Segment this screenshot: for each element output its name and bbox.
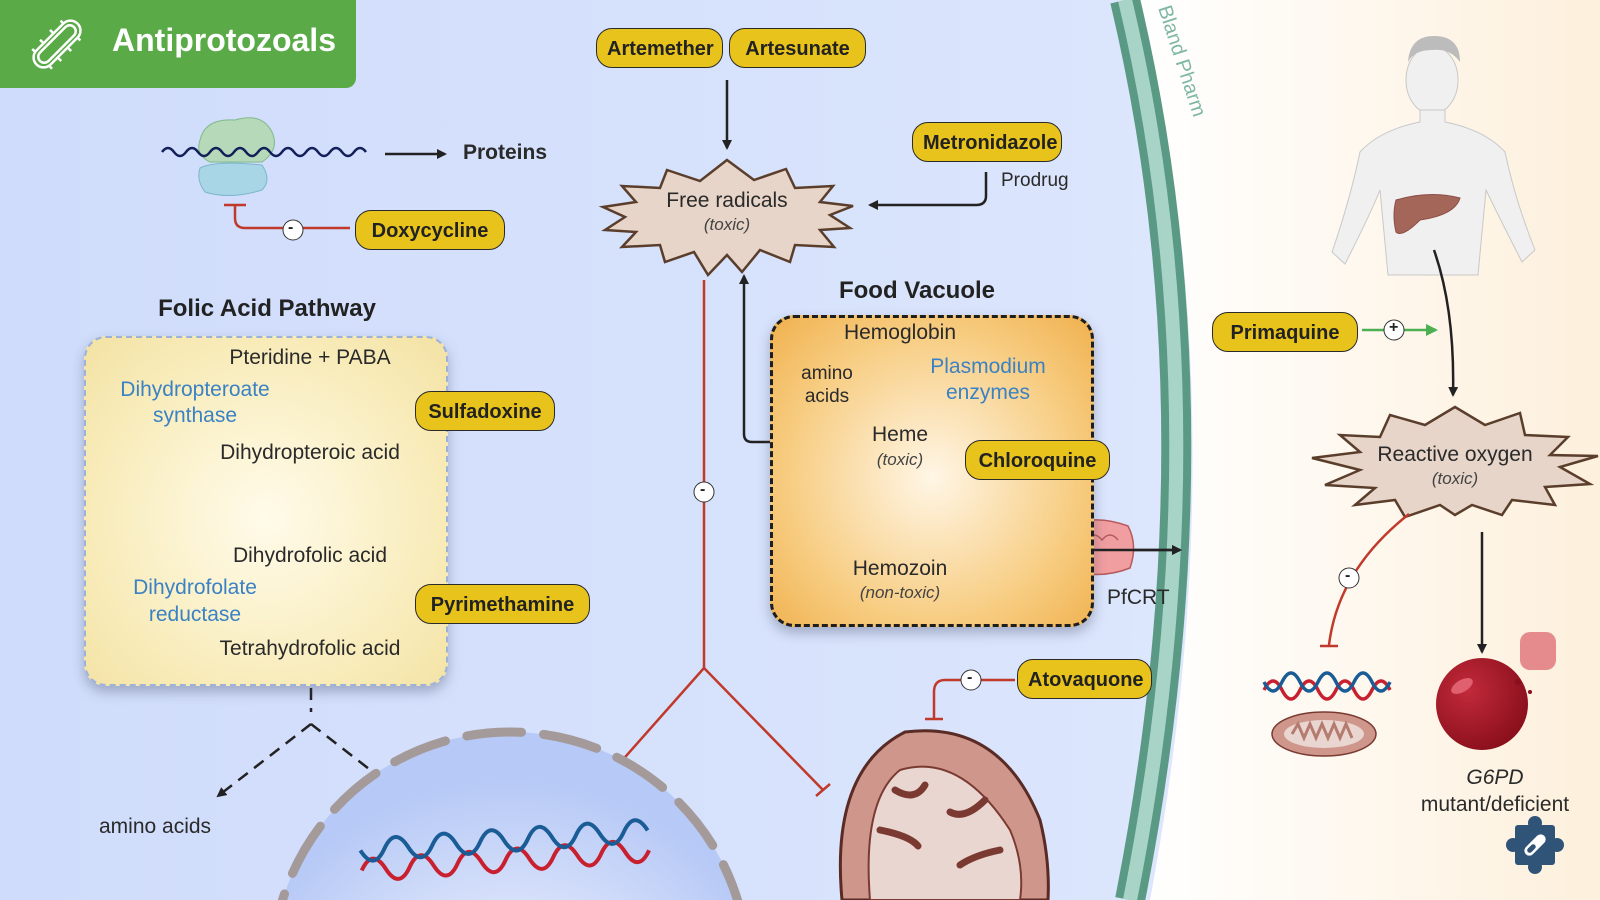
atovaquone-badge[interactable]: Atovaquone <box>1017 659 1152 699</box>
reactive-oxygen-label: Reactive oxygen <box>1377 443 1533 466</box>
folic-pathway-box <box>84 336 448 686</box>
host-mitochondrion-icon <box>1271 711 1377 757</box>
red-blood-cell-lysis-icon <box>1436 632 1556 750</box>
heme-label: Heme <box>871 423 929 446</box>
folate-output-dashed-arrows <box>216 688 406 798</box>
hemozoin-label: Hemozoin <box>852 557 948 580</box>
ros-effect-symbol: - <box>1345 567 1351 584</box>
folic-pathway-title: Folic Acid Pathway <box>158 295 376 322</box>
puzzle-pill-icon <box>1506 816 1564 874</box>
sulfadoxine-badge[interactable]: Sulfadoxine <box>415 391 555 431</box>
metronidazole-badge[interactable]: Metronidazole <box>912 122 1062 162</box>
enzyme-2-line2: reductase <box>148 603 242 626</box>
pfcrt-label: PfCRT <box>1107 586 1170 609</box>
reactive-oxygen-note: (toxic) <box>1431 469 1479 488</box>
vacuole-amino-line1: amino <box>801 363 853 384</box>
free-radicals-effect-symbol: - <box>700 481 706 498</box>
enzyme-1-line1: Dihydropteroate <box>120 378 270 401</box>
plasmodium-enzymes-line1: Plasmodium <box>930 355 1046 378</box>
heme-note: (toxic) <box>876 450 924 469</box>
chloroquine-badge[interactable]: Chloroquine <box>965 440 1110 480</box>
page-title: Antiprotozoals <box>112 22 336 58</box>
free-radicals-starburst <box>598 158 854 278</box>
prodrug-label: Prodrug <box>1001 170 1069 191</box>
enzyme-2-line1: Dihydrofolate <box>133 576 257 599</box>
artemether-badge[interactable]: Artemether <box>596 28 723 68</box>
human-body-icon <box>1331 36 1536 276</box>
reactive-oxygen-starburst <box>1311 405 1599 519</box>
folic-step-4: Tetrahydrofolic acid <box>219 637 401 660</box>
folic-step-2: Dihydropteroic acid <box>220 441 400 464</box>
folic-step-3: Dihydrofolic acid <box>232 544 388 567</box>
metronidazole-arrow <box>868 172 988 210</box>
primaquine-badge[interactable]: Primaquine <box>1212 312 1358 352</box>
title-bar: Antiprotozoals <box>0 0 356 88</box>
artesunate-badge[interactable]: Artesunate <box>729 28 866 68</box>
heme-to-free-radicals-arrow <box>739 274 852 444</box>
protozoa-icon <box>31 19 82 70</box>
free-radicals-note: (toxic) <box>703 215 751 234</box>
atovaquone-effect-symbol: - <box>967 669 973 686</box>
doxycycline-effect-symbol: - <box>288 219 294 236</box>
primaquine-effect-symbol: + <box>1389 319 1399 336</box>
host-dna-icon <box>1262 671 1392 701</box>
liver-to-ros-arrow <box>1432 249 1459 397</box>
doxycycline-inhibition-line <box>233 205 350 230</box>
enzyme-1-line2: synthase <box>152 404 238 427</box>
g6pd-label: G6PD <box>1466 766 1524 789</box>
mitochondrion-icon <box>838 729 1050 900</box>
atovaquone-inhibition-line <box>932 678 1015 718</box>
g6pd-status-label: mutant/deficient <box>1420 793 1570 816</box>
doxycycline-badge[interactable]: Doxycycline <box>355 210 505 250</box>
folic-step-1: Pteridine + PABA <box>229 346 391 369</box>
vacuole-amino-line2: acids <box>804 386 850 407</box>
free-radicals-label: Free radicals <box>666 189 788 212</box>
food-vacuole-title: Food Vacuole <box>838 277 996 304</box>
nucleus-icon <box>277 727 743 900</box>
amino-acids-output-label: amino acids <box>99 815 212 838</box>
pyrimethamine-badge[interactable]: Pyrimethamine <box>415 584 590 624</box>
hemoglobin-label: Hemoglobin <box>843 321 957 344</box>
ribosome-icon <box>161 117 367 196</box>
plasmodium-enzymes-line2: enzymes <box>945 381 1031 404</box>
proteins-label: Proteins <box>463 141 548 164</box>
hemozoin-note: (non-toxic) <box>859 583 941 602</box>
